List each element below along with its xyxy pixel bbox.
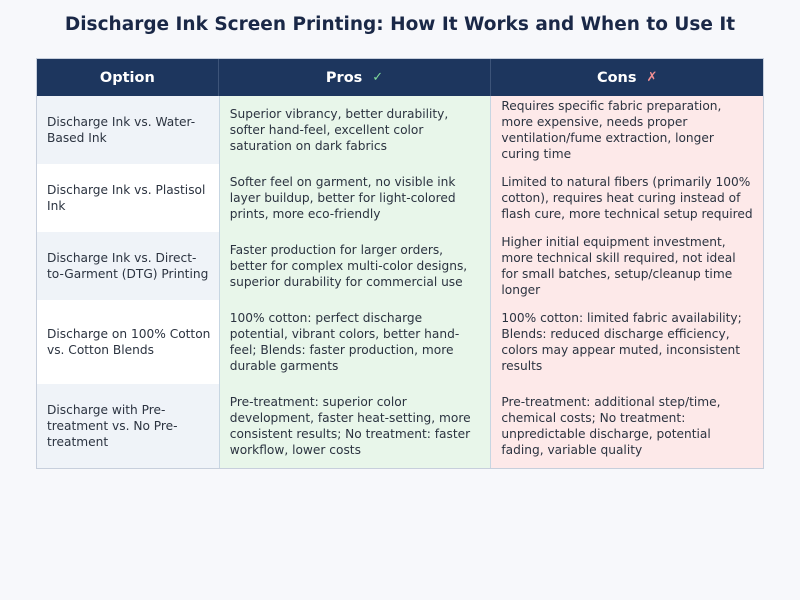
table-row: Discharge on 100% Cotton vs. Cotton Blen… <box>37 300 763 384</box>
table-header: Option Pros ✓ Cons ✗ <box>37 59 763 96</box>
header-cons: Cons ✗ <box>491 59 763 96</box>
header-option: Option <box>37 59 219 96</box>
option-cell: Discharge Ink vs. Water-Based Ink <box>37 96 219 164</box>
cons-text: Pre-treatment: additional step/time, che… <box>501 395 721 457</box>
cons-text: Higher initial equipment investment, mor… <box>501 235 736 297</box>
option-text: Discharge on 100% Cotton vs. Cotton Blen… <box>47 327 211 357</box>
cross-icon: ✗ <box>646 70 658 85</box>
option-cell: Discharge on 100% Cotton vs. Cotton Blen… <box>37 300 219 384</box>
header-cons-label: Cons <box>596 69 637 86</box>
table-row: Discharge Ink vs. Water-Based Ink Superi… <box>37 96 763 164</box>
header-option-label: Option <box>99 69 155 86</box>
table-row: Discharge Ink vs. Direct-to-Garment (DTG… <box>37 232 763 300</box>
cons-cell: Higher initial equipment investment, mor… <box>491 232 763 300</box>
pros-cell: Superior vibrancy, better durability, so… <box>218 96 492 164</box>
pros-text: Superior vibrancy, better durability, so… <box>229 107 449 153</box>
option-text: Discharge Ink vs. Direct-to-Garment (DTG… <box>47 251 209 281</box>
header-pros: Pros ✓ <box>219 59 492 96</box>
header-pros-label: Pros <box>325 69 363 86</box>
option-text: Discharge Ink vs. Plastisol Ink <box>47 183 206 213</box>
pros-text: Pre-treatment: superior color developmen… <box>229 395 471 457</box>
pros-text: Faster production for larger orders, bet… <box>229 243 468 289</box>
option-cell: Discharge Ink vs. Direct-to-Garment (DTG… <box>37 232 219 300</box>
cons-text: Limited to natural fibers (primarily 100… <box>501 175 753 221</box>
checkmark-icon: ✓ <box>372 70 384 85</box>
page-title: Discharge Ink Screen Printing: How It Wo… <box>64 14 736 35</box>
option-cell: Discharge with Pre-treatment vs. No Pre-… <box>37 384 219 468</box>
cons-text: Requires specific fabric preparation, mo… <box>501 99 722 161</box>
cons-cell: 100% cotton: limited fabric availability… <box>491 300 763 384</box>
comparison-table: Option Pros ✓ Cons ✗ Discharge Ink vs. W… <box>36 58 764 469</box>
cons-cell: Limited to natural fibers (primarily 100… <box>491 164 763 232</box>
pros-text: Softer feel on garment, no visible ink l… <box>229 175 456 221</box>
option-text: Discharge Ink vs. Water-Based Ink <box>47 115 196 145</box>
option-cell: Discharge Ink vs. Plastisol Ink <box>37 164 219 232</box>
pros-text: 100% cotton: perfect discharge potential… <box>229 311 460 373</box>
pros-cell: Pre-treatment: superior color developmen… <box>218 384 492 468</box>
pros-cell: Faster production for larger orders, bet… <box>218 232 492 300</box>
table-row: Discharge Ink vs. Plastisol Ink Softer f… <box>37 164 763 232</box>
cons-cell: Requires specific fabric preparation, mo… <box>491 96 763 164</box>
pros-cell: Softer feel on garment, no visible ink l… <box>218 164 492 232</box>
option-text: Discharge with Pre-treatment vs. No Pre-… <box>47 403 178 449</box>
pros-cell: 100% cotton: perfect discharge potential… <box>218 300 492 384</box>
cons-text: 100% cotton: limited fabric availability… <box>501 311 742 373</box>
cons-cell: Pre-treatment: additional step/time, che… <box>491 384 763 468</box>
table-row: Discharge with Pre-treatment vs. No Pre-… <box>37 384 763 468</box>
